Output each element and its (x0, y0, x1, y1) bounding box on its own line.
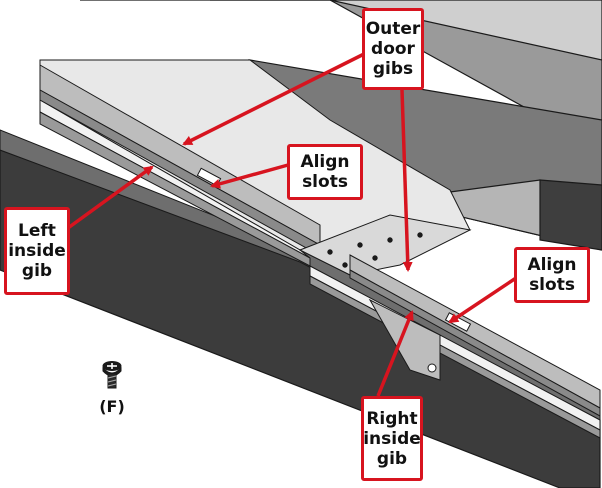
fastener-label: (F) (99, 397, 125, 416)
callout-align-slots-left: Align slots (287, 144, 363, 200)
left-inside-gib-rail (39, 99, 311, 267)
screw-icon (102, 361, 122, 389)
joining-plate (298, 214, 472, 276)
callout-right-inside-gib: Right inside gib (361, 396, 423, 481)
callout-outer-door-gibs: Outer door gibs (362, 8, 424, 90)
callout-align-slots-right: Align slots (514, 247, 590, 303)
callout-left-inside-gib: Left inside gib (4, 207, 70, 295)
callout-arrows (66, 50, 517, 397)
